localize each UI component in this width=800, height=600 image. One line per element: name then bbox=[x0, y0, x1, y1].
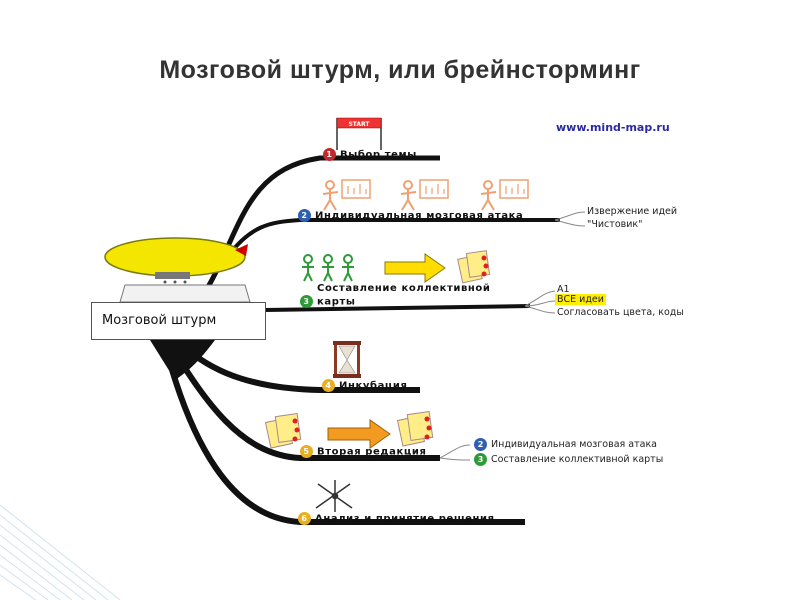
badge-3: 3 bbox=[300, 295, 313, 308]
sub-5-1: 2 Индивидуальная мозговая атака bbox=[474, 438, 657, 451]
start-sign-icon: START bbox=[336, 117, 382, 150]
badge-2: 2 bbox=[298, 209, 311, 222]
branch-6-label: Анализ и принятие решения bbox=[315, 513, 495, 525]
branch-3: Составление коллективной 3 карты bbox=[300, 283, 491, 309]
branch-5: 5 Вторая редакция bbox=[300, 445, 427, 458]
blimp-icon bbox=[104, 237, 251, 303]
sub-connectors bbox=[439, 211, 586, 461]
branch-4-label: Инкубация bbox=[339, 380, 408, 392]
badge-4: 4 bbox=[322, 379, 335, 392]
final-list-icon bbox=[396, 411, 434, 447]
branch-5-label: Вторая редакция bbox=[317, 446, 427, 458]
sub-3-2-text: ВСЕ идеи bbox=[555, 294, 606, 305]
branch-1-label: Выбор темы bbox=[340, 149, 417, 161]
arrow-icon bbox=[384, 253, 446, 283]
connector-1 bbox=[197, 155, 440, 302]
badge-1: 1 bbox=[323, 148, 336, 161]
branch-4: 4 Инкубация bbox=[322, 379, 408, 392]
root-wedge bbox=[150, 340, 215, 380]
hourglass-icon bbox=[333, 341, 361, 378]
branch-3-label-line1: Составление коллективной bbox=[317, 283, 491, 294]
sub-2-1: Извержение идей bbox=[587, 206, 678, 217]
branch-2: 2 Индивидуальная мозговая атака bbox=[298, 209, 523, 222]
people-flipchart-icons bbox=[322, 179, 529, 211]
sub-5-2: 3 Составление коллективной карты bbox=[474, 453, 663, 466]
branch-6: 6 Анализ и принятие решения bbox=[298, 512, 495, 525]
badge-6: 6 bbox=[298, 512, 311, 525]
decorative-stripes bbox=[0, 504, 121, 600]
connector-3 bbox=[264, 304, 531, 312]
sub-2-2: "Чистовик" bbox=[587, 219, 643, 230]
sub-5-2-label: Составление коллективной карты bbox=[491, 454, 664, 465]
branch-3-label-line2: карты bbox=[317, 296, 356, 308]
sub-5-1-label: Индивидуальная мозговая атака bbox=[491, 439, 658, 450]
connector-6 bbox=[162, 344, 525, 525]
sub-5-1-badge: 2 bbox=[474, 438, 487, 451]
badge-5: 5 bbox=[300, 445, 313, 458]
sub-3-1: A1 bbox=[557, 284, 570, 295]
crossroads-icon bbox=[315, 480, 353, 512]
branch-1: 1 Выбор темы bbox=[323, 148, 417, 161]
connector-5 bbox=[167, 343, 440, 461]
start-sign-text: START bbox=[348, 121, 370, 128]
branch-2-label: Индивидуальная мозговая атака bbox=[315, 210, 524, 222]
group-people-icon bbox=[302, 254, 354, 282]
slide-title: Мозговой штурм, или брейнсторминг bbox=[159, 56, 641, 84]
source-url: www.mind-map.ru bbox=[556, 121, 670, 134]
idea-list-icon bbox=[457, 250, 491, 284]
sub-3-3: Согласовать цвета, коды bbox=[557, 307, 684, 318]
sub-3-2: ВСЕ идеи bbox=[555, 294, 606, 305]
root-node: Мозговой штурм bbox=[91, 302, 266, 340]
connector-2 bbox=[223, 218, 560, 262]
sub-5-2-badge: 3 bbox=[474, 453, 487, 466]
draft-list-icon bbox=[264, 413, 302, 449]
orange-arrow-icon bbox=[327, 419, 391, 449]
